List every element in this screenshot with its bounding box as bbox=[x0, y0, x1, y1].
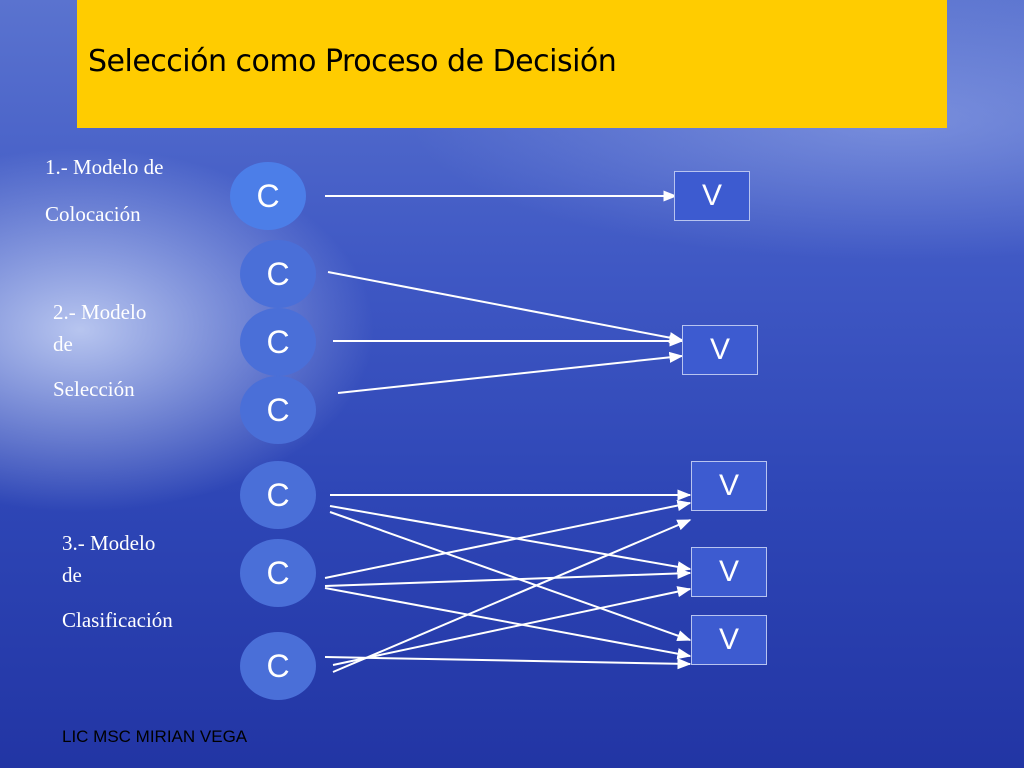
c-node-clasificacion-2: C bbox=[240, 539, 316, 607]
c-node-seleccion-3: C bbox=[240, 376, 316, 444]
model-2-line-2: de bbox=[53, 332, 73, 356]
c-node-seleccion-1: C bbox=[240, 240, 316, 308]
c-node-clasificacion-1: C bbox=[240, 461, 316, 529]
model-1-label: 1.- Modelo de Colocación bbox=[45, 156, 163, 226]
arrow-clas-c2-v1 bbox=[324, 500, 692, 579]
arrow-seleccion-1 bbox=[327, 271, 684, 344]
v-node-clasificacion-3: V bbox=[691, 615, 767, 665]
model-3-line-2: de bbox=[62, 563, 82, 587]
c-node-clasificacion-3: C bbox=[240, 632, 316, 700]
model-1-line-1: 1.- Modelo de bbox=[45, 155, 164, 179]
v-node-colocacion: V bbox=[674, 171, 750, 221]
model-1-line-2: Colocación bbox=[45, 202, 141, 226]
c-node-seleccion-2: C bbox=[240, 308, 316, 376]
v-node-clasificacion-2: V bbox=[691, 547, 767, 597]
model-2-line-1: 2.- Modelo bbox=[53, 300, 147, 324]
model-2-label: 2.- Modelo de Selección bbox=[53, 301, 146, 401]
slide-title: Selección como Proceso de Decisión bbox=[88, 44, 617, 79]
arrow-clas-c1-v2 bbox=[329, 505, 692, 573]
v-node-clasificacion-1: V bbox=[691, 461, 767, 511]
model-3-line-3: Clasificación bbox=[62, 608, 173, 632]
arrow-clas-c2-v3 bbox=[324, 587, 692, 660]
c-node-colocacion: C bbox=[230, 162, 306, 230]
model-3-line-1: 3.- Modelo bbox=[62, 531, 156, 555]
arrow-clas-c3-v1 bbox=[332, 519, 692, 673]
arrow-clas-c1-v3 bbox=[329, 511, 692, 642]
title-bar bbox=[77, 0, 947, 128]
arrow-clas-c2-v2 bbox=[324, 567, 692, 587]
arrow-clas-c3-v3 bbox=[324, 656, 692, 670]
arrow-seleccion-3 bbox=[337, 351, 684, 394]
model-2-line-3: Selección bbox=[53, 377, 135, 401]
footer-author: LIC MSC MIRIAN VEGA bbox=[62, 727, 248, 746]
v-node-seleccion: V bbox=[682, 325, 758, 375]
model-3-label: 3.- Modelo de Clasificación bbox=[62, 532, 173, 632]
arrow-clas-c3-v2 bbox=[332, 586, 692, 666]
